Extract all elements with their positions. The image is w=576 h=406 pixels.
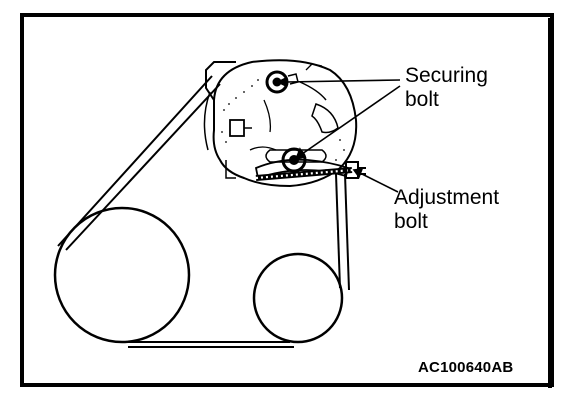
figure-code: AC100640AB <box>418 359 514 376</box>
adjustment-bolt-label-line1: Adjustment <box>394 186 500 209</box>
adjustment-bolt-label-line2: bolt <box>394 209 428 233</box>
lower-pulley <box>252 252 344 344</box>
adjustment-bolt-label: Adjustment bolt <box>394 186 499 233</box>
figure-frame-shadow <box>548 18 552 388</box>
adjustment-bolt <box>255 161 366 181</box>
drive-belt <box>57 75 350 348</box>
crankshaft-pulley <box>53 206 191 344</box>
securing-bolt-label: Securing bolt <box>405 64 488 111</box>
securing-bolt-label-line2: bolt <box>405 87 439 111</box>
securing-bolt-label-line1: Securing <box>405 64 488 87</box>
callout-leaders <box>276 76 401 193</box>
